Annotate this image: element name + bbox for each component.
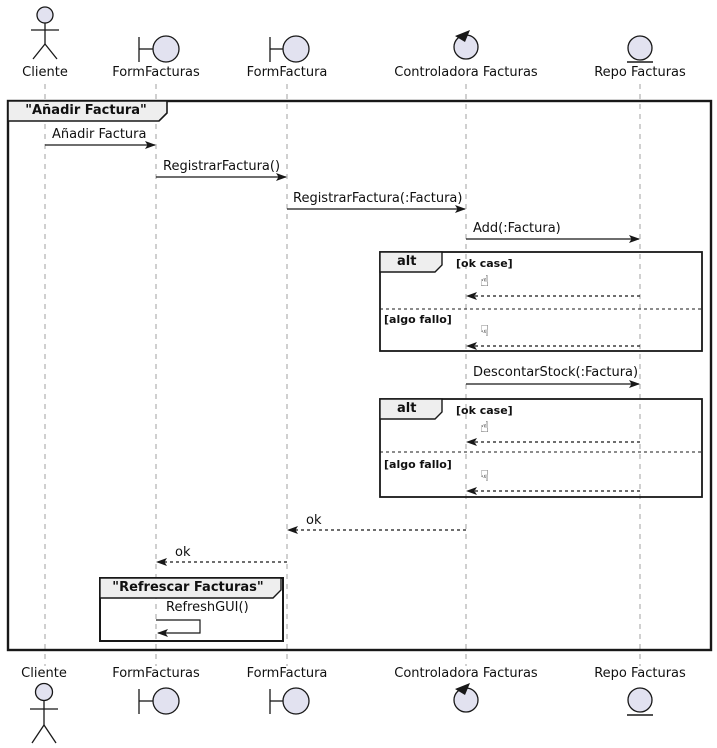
boundary-icon-bottom-formfactura: [269, 687, 310, 715]
alt2-guard-ok: [ok case]: [456, 404, 513, 417]
message-label-descontar-stock: DescontarStock(:Factura): [473, 365, 639, 380]
participant-label-top-controladora: Controladora Facturas: [394, 65, 538, 80]
entity-icon-bottom: [627, 687, 653, 716]
alt2-guard-fail: [algo fallo]: [384, 458, 452, 471]
message-label-add-factura: Add(:Factura): [473, 221, 561, 236]
message-label-registrar-factura-param: RegistrarFactura(:Factura): [293, 191, 463, 206]
alt1-guard-fail: [algo fallo]: [384, 313, 452, 326]
participant-label-bottom-formfactura: FormFactura: [246, 666, 328, 681]
outer-frame: [6, 99, 713, 652]
control-icon-bottom: [453, 683, 479, 713]
alt-fragment-1: [379, 251, 703, 352]
entity-icon-top: [627, 35, 653, 63]
participant-label-bottom-repo: Repo Facturas: [594, 666, 686, 681]
thumbs-down-icon: ☟: [480, 467, 490, 485]
message-arrows: [45, 141, 640, 637]
boundary-icon-top-formfactura: [269, 35, 310, 63]
actor-icon-bottom: [30, 682, 58, 744]
boundary-icon-top-formfacturas: [138, 35, 180, 63]
control-icon-top: [453, 30, 479, 60]
boundary-icon-bottom-formfacturas: [138, 687, 180, 715]
thumbs-down-icon: ☟: [480, 322, 490, 340]
outer-frame-title: "Añadir Factura": [25, 103, 147, 118]
participant-label-bottom-cliente: Cliente: [21, 666, 67, 681]
participant-label-top-formfacturas: FormFacturas: [112, 65, 200, 80]
arrow-refresh-self: [156, 619, 201, 637]
message-label-ok-2: ok: [175, 545, 191, 560]
participant-label-bottom-formfacturas: FormFacturas: [112, 666, 200, 681]
participant-label-top-repo: Repo Facturas: [594, 65, 686, 80]
message-label-refresh-gui: RefreshGUI(): [166, 600, 249, 615]
actor-icon-top: [31, 6, 59, 60]
alt2-operator-label: alt: [397, 401, 417, 416]
alt1-guard-ok: [ok case]: [456, 257, 513, 270]
message-label-anadir-factura: Añadir Factura: [52, 127, 147, 142]
message-label-ok-1: ok: [306, 513, 322, 528]
thumbs-up-icon: ☝: [480, 418, 490, 436]
alt1-operator-label: alt: [397, 254, 417, 269]
thumbs-up-icon: ☝: [480, 272, 490, 290]
participant-label-top-cliente: Cliente: [22, 65, 68, 80]
message-label-registrar-factura: RegistrarFactura(): [163, 159, 281, 174]
refrescar-frame: [99, 577, 284, 642]
participant-label-bottom-controladora: Controladora Facturas: [394, 666, 538, 681]
lifelines: [44, 84, 641, 666]
refrescar-frame-title: "Refrescar Facturas": [112, 580, 264, 595]
alt-fragment-2: [379, 398, 703, 498]
participant-label-top-formfactura: FormFactura: [246, 65, 328, 80]
